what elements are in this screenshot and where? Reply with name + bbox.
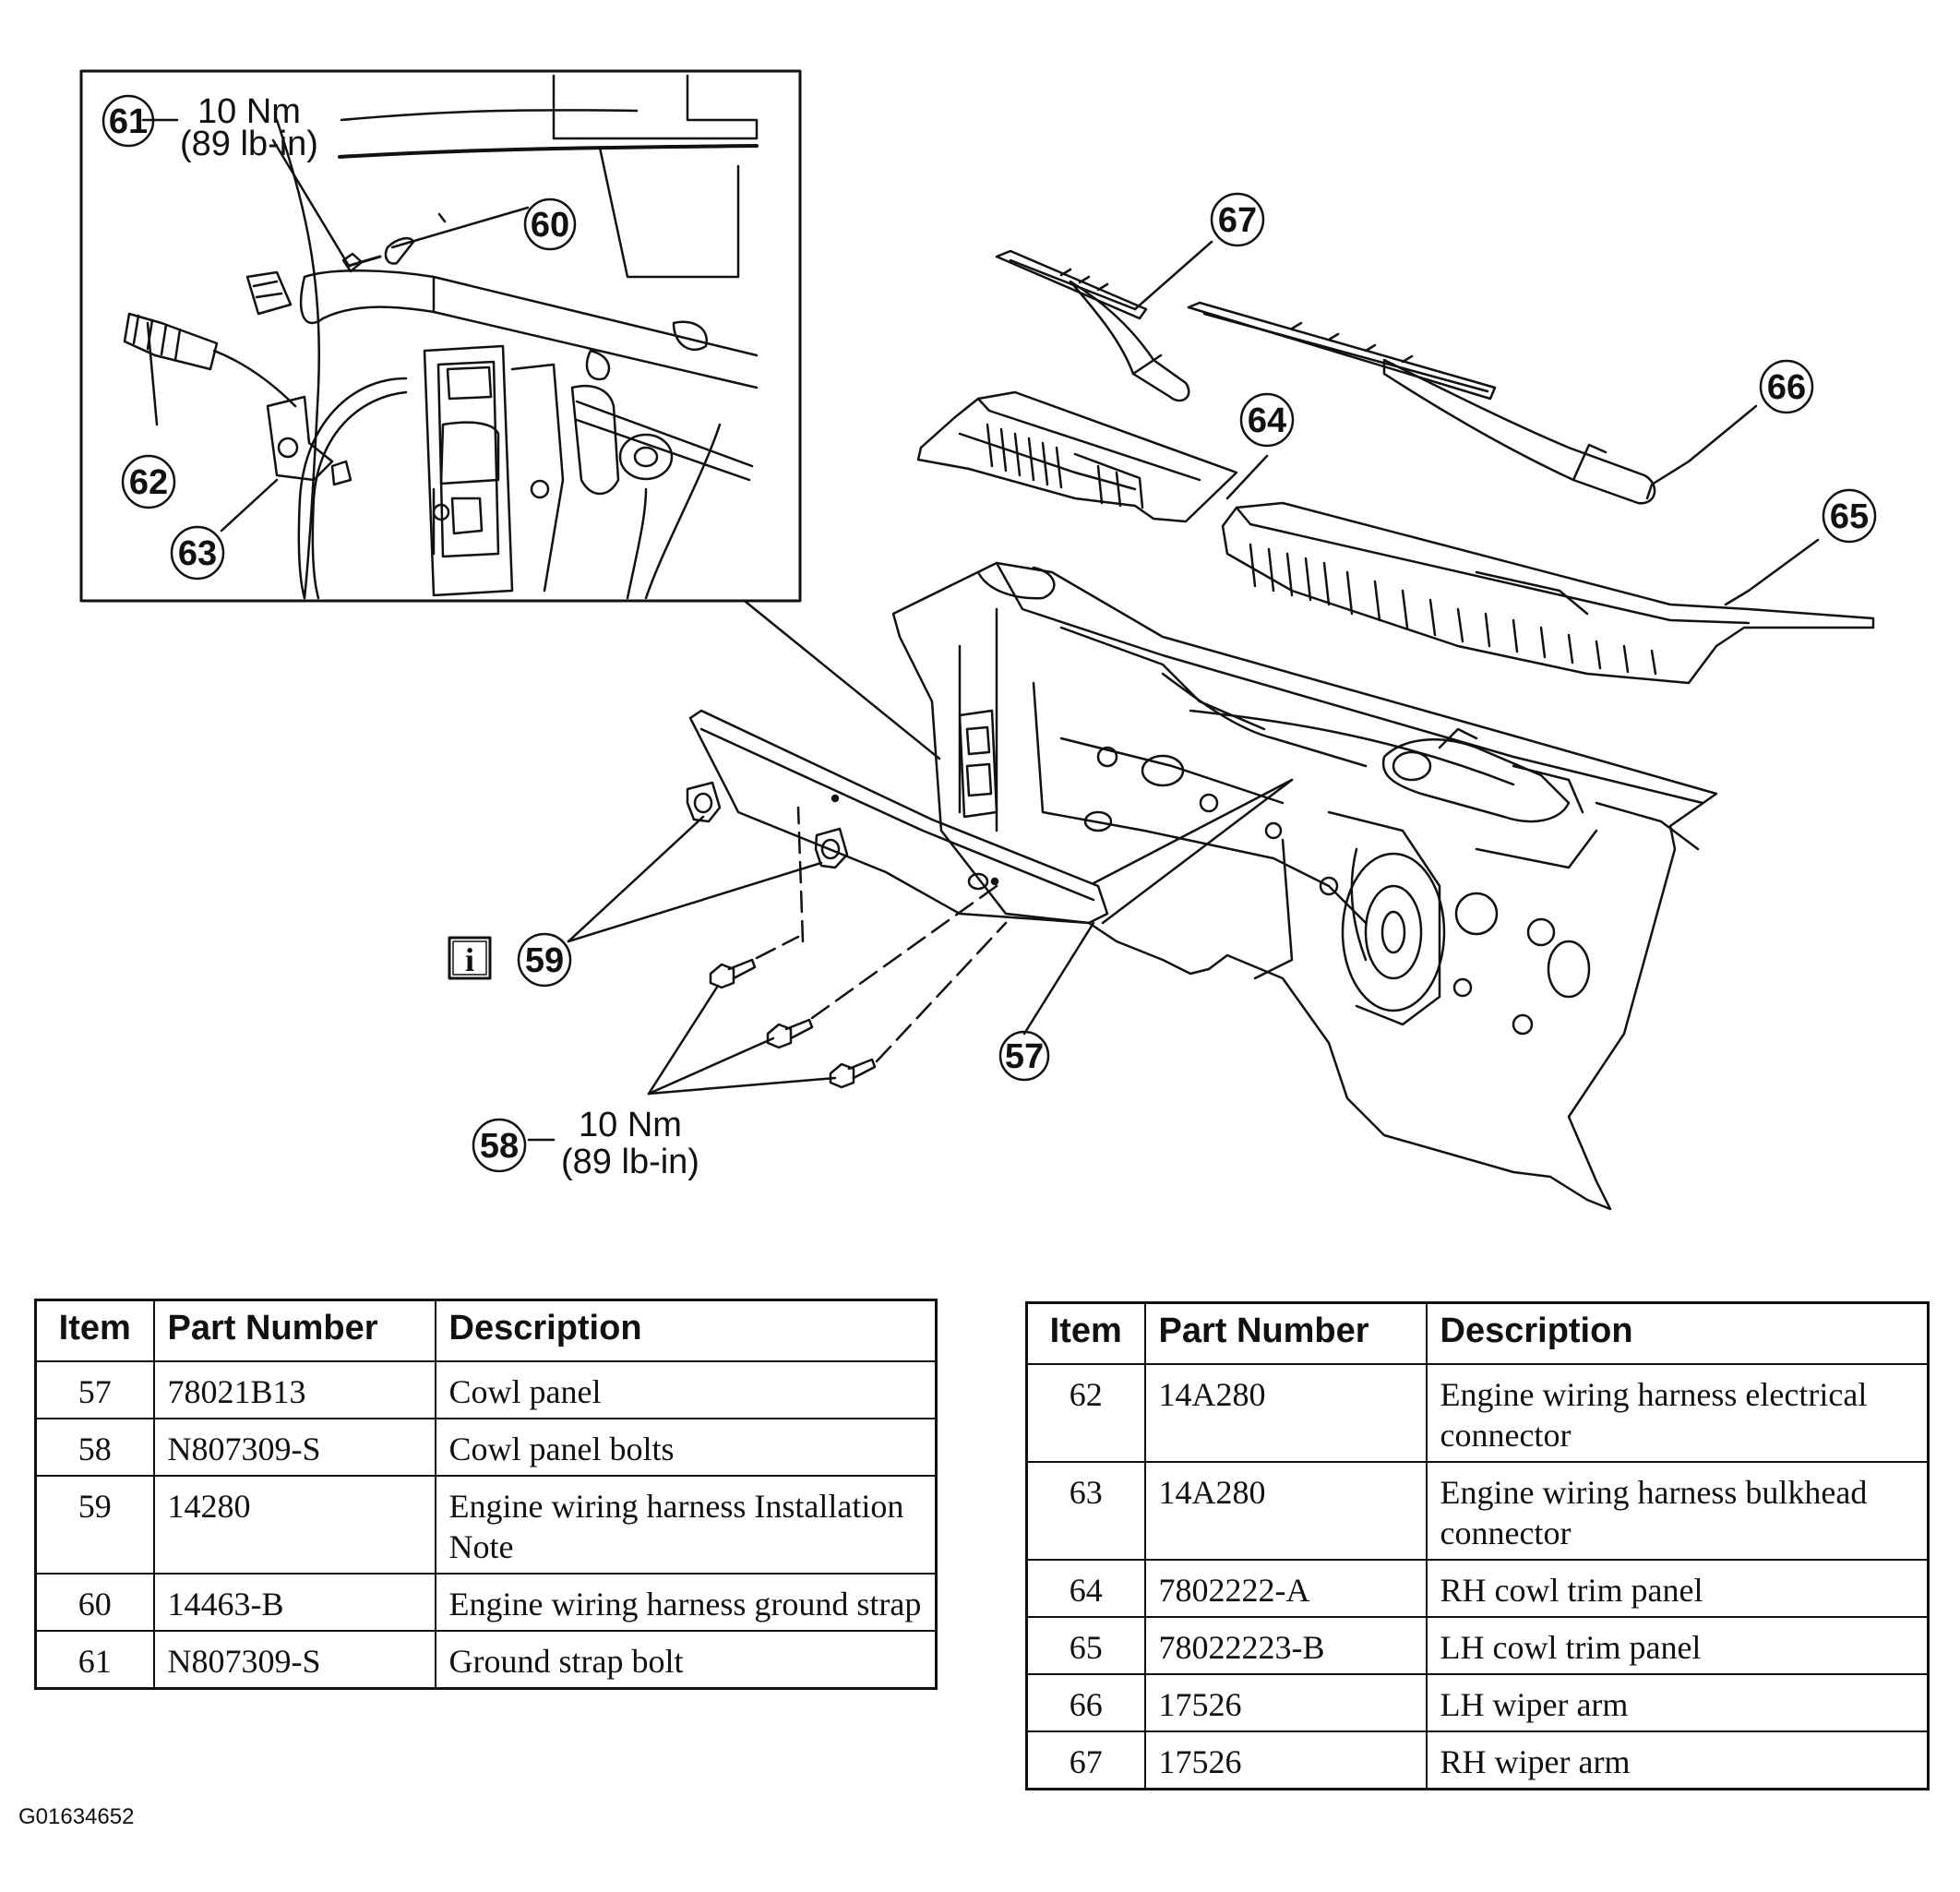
table-header-row: Item Part Number Description xyxy=(1025,1301,1930,1365)
item-cell: 59 xyxy=(34,1475,155,1575)
table-header-row: Item Part Number Description xyxy=(34,1299,938,1362)
item-cell: 64 xyxy=(1025,1559,1146,1618)
figure-code: G01634652 xyxy=(18,1804,135,1829)
detail-inset xyxy=(79,69,802,603)
parts-table-right: Item Part Number Description 62 14A280 E… xyxy=(1025,1301,1930,1790)
part-number-cell: 14463-B xyxy=(152,1573,436,1632)
header-part-number: Part Number xyxy=(152,1299,436,1362)
part-number-cell: 17526 xyxy=(1143,1673,1428,1732)
item-cell: 66 xyxy=(1025,1673,1146,1732)
part-number-cell: 7802222-A xyxy=(1143,1559,1428,1618)
callout-63: 63 xyxy=(178,534,217,573)
table-row: 66 17526 LH wiper arm xyxy=(1025,1673,1930,1732)
callout-59: 59 xyxy=(525,941,564,980)
item-cell: 61 xyxy=(34,1630,155,1690)
item-cell: 60 xyxy=(34,1573,155,1632)
header-description: Description xyxy=(434,1299,938,1362)
leader-lines xyxy=(141,118,1820,1142)
description-cell: Ground strap bolt xyxy=(434,1630,938,1690)
description-cell: Engine wiring harness Installation Note xyxy=(434,1475,938,1575)
callout-circles xyxy=(102,94,1877,1173)
part-number-cell: 78022223-B xyxy=(1143,1616,1428,1675)
cowl-extension-strip xyxy=(688,709,1109,925)
part-number-cell: 14280 xyxy=(152,1475,436,1575)
part-number-cell: 14A280 xyxy=(1143,1461,1428,1561)
info-icon-glyph: i xyxy=(465,941,474,978)
item-cell: 57 xyxy=(34,1360,155,1419)
harness-clips xyxy=(686,781,849,869)
lh-cowl-trim-panel xyxy=(1221,501,1875,685)
bolts-torque-value: 10 Nm xyxy=(579,1106,682,1144)
callout-67: 67 xyxy=(1218,201,1257,240)
exploded-cowl-diagram: 57 58 59 60 61 62 63 64 65 66 67 i 10 Nm… xyxy=(79,69,1877,1211)
callout-64: 64 xyxy=(1248,401,1286,440)
table-row: 67 17526 RH wiper arm xyxy=(1025,1730,1930,1790)
description-cell: Engine wiring harness electrical connect… xyxy=(1425,1363,1930,1463)
description-cell: LH wiper arm xyxy=(1425,1673,1930,1732)
part-number-cell: N807309-S xyxy=(152,1418,436,1477)
description-cell: RH cowl trim panel xyxy=(1425,1559,1930,1618)
bolts-torque-imperial: (89 lb-in) xyxy=(561,1143,699,1181)
table-row: 65 78022223-B LH cowl trim panel xyxy=(1025,1616,1930,1675)
table-row: 61 N807309-S Ground strap bolt xyxy=(34,1630,938,1690)
description-cell: Engine wiring harness bulkhead connector xyxy=(1425,1461,1930,1561)
callout-66: 66 xyxy=(1767,368,1806,407)
part-number-cell: N807309-S xyxy=(152,1630,436,1690)
callout-61: 61 xyxy=(109,102,148,141)
description-cell: RH wiper arm xyxy=(1425,1730,1930,1790)
callout-57: 57 xyxy=(1005,1037,1044,1076)
table-row: 58 N807309-S Cowl panel bolts xyxy=(34,1418,938,1477)
item-cell: 63 xyxy=(1025,1461,1146,1561)
rh-wiper-arm xyxy=(995,249,1190,402)
header-description: Description xyxy=(1425,1301,1930,1365)
description-cell: Engine wiring harness ground strap xyxy=(434,1573,938,1632)
table-row: 62 14A280 Engine wiring harness electric… xyxy=(1025,1363,1930,1463)
part-number-cell: 17526 xyxy=(1143,1730,1428,1790)
table-row: 64 7802222-A RH cowl trim panel xyxy=(1025,1559,1930,1618)
item-cell: 65 xyxy=(1025,1616,1146,1675)
table-row: 57 78021B13 Cowl panel xyxy=(34,1360,938,1419)
item-cell: 62 xyxy=(1025,1363,1146,1463)
description-cell: LH cowl trim panel xyxy=(1425,1616,1930,1675)
cowl-panel-bolts xyxy=(709,958,877,1089)
cowl-panel xyxy=(891,561,1718,1211)
description-cell: Cowl panel bolts xyxy=(434,1418,938,1477)
rh-cowl-trim-panel xyxy=(916,390,1238,523)
table-row: 63 14A280 Engine wiring harness bulkhead… xyxy=(1025,1461,1930,1561)
description-cell: Cowl panel xyxy=(434,1360,938,1419)
part-number-cell: 78021B13 xyxy=(152,1360,436,1419)
lh-wiper-arm xyxy=(1187,301,1656,505)
part-number-cell: 14A280 xyxy=(1143,1363,1428,1463)
callout-58: 58 xyxy=(480,1127,519,1166)
parts-table-left: Item Part Number Description 57 78021B13… xyxy=(34,1299,938,1690)
item-cell: 58 xyxy=(34,1418,155,1477)
item-cell: 67 xyxy=(1025,1730,1146,1790)
callout-60: 60 xyxy=(531,206,569,245)
inset-torque-imperial: (89 lb-in) xyxy=(180,125,318,163)
header-item: Item xyxy=(1025,1301,1146,1365)
header-item: Item xyxy=(34,1299,155,1362)
callout-62: 62 xyxy=(129,463,168,502)
table-row: 60 14463-B Engine wiring harness ground … xyxy=(34,1573,938,1632)
callout-65: 65 xyxy=(1830,497,1869,536)
inset-torque-value: 10 Nm xyxy=(197,92,301,131)
header-part-number: Part Number xyxy=(1143,1301,1428,1365)
info-icon xyxy=(448,936,492,980)
table-row: 59 14280 Engine wiring harness Installat… xyxy=(34,1475,938,1575)
